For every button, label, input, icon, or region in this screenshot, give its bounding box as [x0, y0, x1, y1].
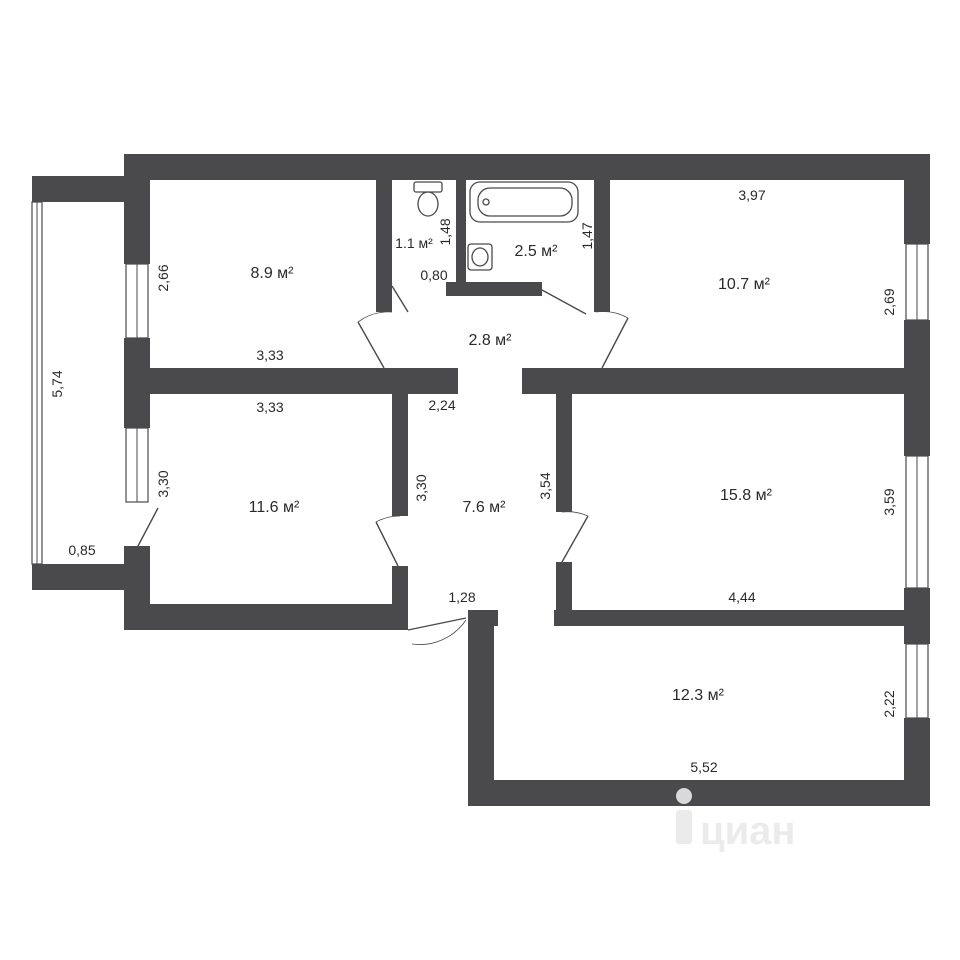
wall-bottom-room-left-stub	[468, 610, 498, 626]
dim-toilet-width: 0,80	[420, 267, 447, 283]
window-top-left-room	[125, 263, 149, 339]
dim-top-right-width: 3,97	[738, 187, 765, 203]
bathtub-icon	[469, 181, 579, 223]
door-balcony	[137, 507, 159, 547]
door-bathroom	[541, 289, 587, 315]
dim-top-left-height: 2,66	[155, 264, 171, 291]
dim-bottom-height: 2,22	[881, 690, 897, 717]
wall-bath-right	[594, 176, 610, 312]
dim-top-right-height: 2,69	[881, 288, 897, 315]
area-room-mid-left: 11.6 м²	[249, 499, 300, 516]
wall-bottom-room-left	[468, 612, 494, 806]
wall-left-upper	[124, 154, 150, 264]
wall-bottom-outer	[468, 780, 928, 806]
dim-mid-right-width: 4,44	[728, 589, 755, 605]
window-mid-left-room	[125, 427, 149, 503]
wall-h-right	[522, 368, 928, 394]
dim-bath-height: 1,47	[579, 222, 595, 249]
dim-mid-left-width: 3,33	[256, 399, 283, 415]
wall-right-3	[904, 588, 930, 644]
watermark-text: циан	[700, 809, 796, 853]
dim-balcony-depth: 0,85	[68, 542, 95, 558]
wall-h-bottom-right	[554, 610, 928, 626]
dim-mid-right-height: 3,59	[881, 488, 897, 515]
dim-mid-left-height: 3,30	[155, 470, 171, 497]
wall-top	[124, 154, 928, 180]
dim-entrance-width: 1,28	[448, 589, 475, 605]
balcony-wall-bottom	[32, 564, 128, 590]
window-mid-right-room	[905, 455, 929, 589]
area-toilet: 1.1 м²	[395, 235, 433, 251]
dimension-labels: 2,66 3,33 3,33 3,30 5,74 0,85 1,48 0,80 …	[49, 187, 897, 775]
balcony-wall-top	[32, 176, 128, 202]
window-balcony	[31, 201, 43, 565]
windows	[31, 201, 929, 719]
doors	[137, 285, 629, 645]
window-top-right-room	[905, 243, 929, 321]
area-room-mid-right: 15.8 м²	[720, 487, 773, 504]
dim-corridor-height: 3,30	[413, 474, 429, 501]
area-room-top-right: 10.7 м²	[718, 276, 771, 293]
room-areas: 8.9 м² 1.1 м² 2.5 м² 2.8 м² 10.7 м² 11.6…	[249, 235, 773, 704]
wall-right-1	[904, 154, 930, 244]
dim-top-left-width: 3,33	[256, 347, 283, 363]
dim-mid-right-left-height: 3,54	[537, 472, 553, 499]
wall-h-left	[124, 368, 458, 394]
door-top-left-room	[357, 311, 393, 369]
door-entrance	[407, 617, 467, 645]
wall-corridor-left	[392, 392, 408, 516]
fixtures	[413, 181, 579, 271]
door-mid-right-room	[561, 511, 589, 563]
window-bottom-room	[905, 643, 929, 719]
wall-corridor-left-low	[392, 566, 408, 606]
walls	[32, 154, 930, 806]
area-bathroom: 2.5 м²	[514, 243, 558, 260]
area-room-top-left: 8.9 м²	[250, 265, 294, 282]
door-toilet	[391, 285, 409, 313]
dim-balcony-length: 5,74	[49, 370, 65, 397]
wall-toilet-left	[376, 176, 392, 312]
wall-toilet-bath	[456, 176, 466, 296]
wall-right-2	[904, 320, 930, 456]
watermark: циан	[676, 788, 796, 853]
area-room-bottom: 12.3 м²	[672, 687, 725, 704]
wall-corridor-right-low	[556, 562, 572, 612]
toilet-icon	[413, 181, 443, 217]
wall-wet-bottom	[446, 282, 542, 296]
dim-corridor-width: 2,24	[428, 397, 455, 413]
door-mid-left-room	[375, 515, 401, 567]
area-hall-corridor: 7.6 м²	[462, 499, 506, 516]
watermark-logo-icon	[676, 788, 692, 844]
wall-bottom-left	[124, 604, 408, 630]
area-hall-top: 2.8 м²	[468, 332, 512, 349]
sink-icon	[467, 243, 493, 271]
dim-bottom-width: 5,52	[690, 759, 717, 775]
wall-right-4	[904, 718, 930, 806]
wall-corridor-right	[556, 392, 572, 512]
door-top-right-room	[595, 311, 629, 369]
dim-toilet-height: 1,48	[437, 218, 453, 245]
